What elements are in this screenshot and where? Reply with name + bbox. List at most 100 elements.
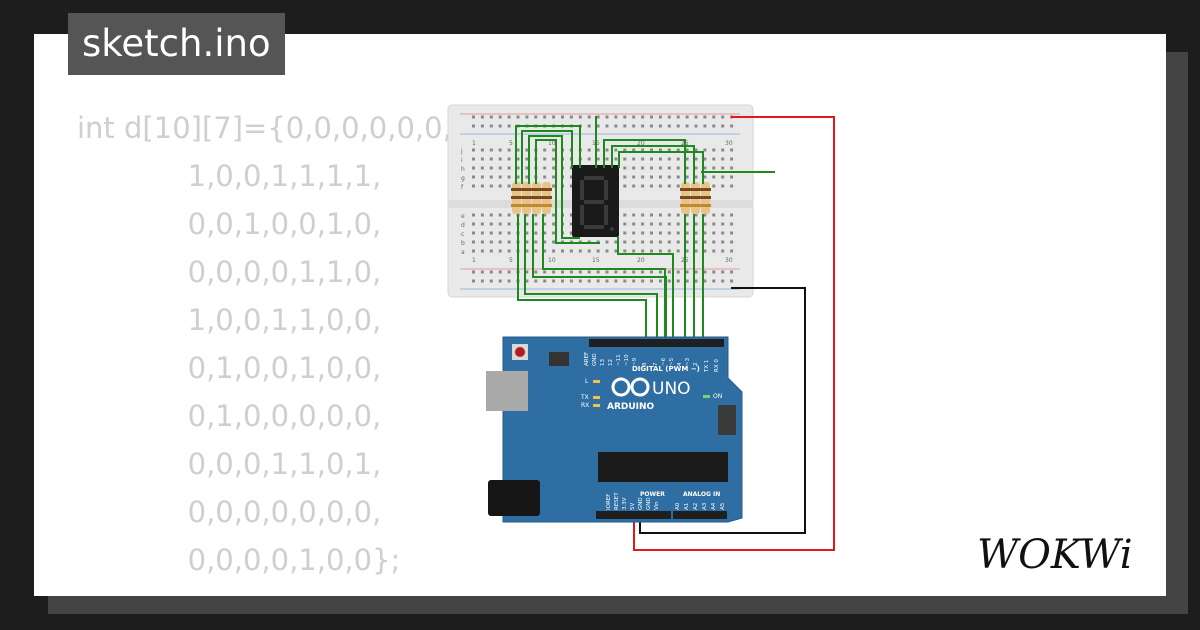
breadboard-hole bbox=[543, 231, 547, 235]
wokwi-logo-mark: WOKWi bbox=[977, 532, 1133, 578]
breadboard-hole bbox=[516, 148, 520, 152]
breadboard-hole bbox=[667, 213, 671, 217]
breadboard-hole bbox=[641, 231, 645, 235]
column-number: 30 bbox=[725, 257, 733, 264]
column-number: 20 bbox=[637, 257, 645, 264]
breadboard-hole bbox=[472, 279, 475, 283]
wokwi-logo[interactable]: WOKWi bbox=[975, 522, 1155, 587]
breadboard-hole bbox=[498, 270, 502, 274]
breadboard-hole bbox=[632, 175, 636, 179]
breadboard-hole bbox=[703, 279, 707, 283]
breadboard-hole bbox=[667, 231, 671, 235]
breadboard-hole bbox=[543, 148, 547, 152]
breadboard-hole bbox=[712, 124, 716, 128]
arduino-uno-board[interactable]: UNO ARDUINO DIGITAL (PWM ~) POWER ANALOG… bbox=[486, 336, 743, 523]
breadboard-hole bbox=[650, 184, 653, 188]
breadboard-hole bbox=[658, 231, 662, 235]
breadboard-hole bbox=[472, 240, 475, 244]
breadboard-hole bbox=[703, 213, 707, 217]
column-number: 1 bbox=[472, 257, 476, 264]
breadboard-hole bbox=[685, 115, 689, 119]
breadboard-hole bbox=[489, 175, 493, 179]
breadboard-hole bbox=[712, 213, 716, 217]
breadboard-hole bbox=[650, 240, 653, 244]
breadboard-hole bbox=[605, 148, 609, 152]
digital-pin-label: ~9 bbox=[632, 357, 638, 366]
breadboard-hole bbox=[507, 115, 511, 119]
breadboard-hole bbox=[543, 175, 547, 179]
power-header-label: POWER bbox=[640, 491, 665, 498]
breadboard-hole bbox=[685, 124, 689, 128]
breadboard-hole bbox=[632, 249, 636, 253]
column-number: 10 bbox=[548, 140, 556, 147]
breadboard-hole bbox=[480, 157, 484, 161]
breadboard-hole bbox=[703, 240, 707, 244]
row-letter: e bbox=[461, 213, 465, 220]
breadboard-hole bbox=[543, 166, 547, 170]
breadboard-hole bbox=[730, 249, 734, 253]
breadboard-hole bbox=[489, 279, 493, 283]
breadboard-hole bbox=[498, 240, 502, 244]
breadboard-hole bbox=[614, 115, 618, 119]
breadboard-hole bbox=[623, 157, 627, 161]
row-letter: j bbox=[460, 148, 463, 155]
breadboard-hole bbox=[641, 213, 645, 217]
breadboard-hole bbox=[712, 157, 716, 161]
led-rx-indicator bbox=[593, 404, 600, 407]
breadboard-hole bbox=[676, 157, 680, 161]
breadboard-hole bbox=[641, 279, 645, 283]
breadboard-hole bbox=[552, 270, 556, 274]
breadboard-hole bbox=[685, 279, 689, 283]
breadboard-hole bbox=[685, 231, 689, 235]
breadboard-hole bbox=[676, 270, 680, 274]
breadboard-hole bbox=[507, 124, 511, 128]
code-line: 0,1,0,0,0,0,0, bbox=[77, 399, 382, 433]
breadboard-hole bbox=[587, 124, 591, 128]
breadboard-hole bbox=[552, 231, 556, 235]
breadboard-hole bbox=[658, 213, 662, 217]
breadboard-hole bbox=[543, 115, 547, 119]
breadboard-hole bbox=[730, 231, 734, 235]
breadboard-hole bbox=[703, 166, 707, 170]
breadboard-hole bbox=[667, 115, 671, 119]
breadboard-hole bbox=[712, 270, 716, 274]
breadboard-hole bbox=[605, 124, 609, 128]
breadboard-hole bbox=[552, 249, 556, 253]
sketch-title-tab[interactable]: sketch.ino bbox=[68, 13, 285, 75]
breadboard-hole bbox=[676, 175, 680, 179]
seven-segment-display[interactable] bbox=[572, 165, 619, 237]
breadboard-hole bbox=[730, 222, 734, 226]
breadboard-hole bbox=[632, 222, 636, 226]
digital-pin-label: ~3 bbox=[685, 357, 691, 366]
breadboard-hole bbox=[667, 175, 671, 179]
breadboard-hole bbox=[480, 184, 484, 188]
breadboard-hole bbox=[667, 270, 671, 274]
breadboard-hole bbox=[641, 115, 645, 119]
resistors-right[interactable] bbox=[680, 182, 711, 214]
breadboard-hole bbox=[730, 124, 734, 128]
breadboard-hole bbox=[534, 270, 538, 274]
breadboard-hole bbox=[489, 213, 493, 217]
breadboard-hole bbox=[596, 115, 600, 119]
breadboard-hole bbox=[694, 270, 698, 274]
breadboard-hole bbox=[534, 249, 538, 253]
breadboard-hole bbox=[667, 166, 671, 170]
breadboard-hole bbox=[543, 270, 547, 274]
digital-pin-label: ~6 bbox=[661, 357, 667, 366]
breadboard-hole bbox=[712, 279, 716, 283]
breadboard-hole bbox=[534, 213, 538, 217]
breadboard-hole bbox=[650, 213, 653, 217]
breadboard-hole bbox=[525, 166, 529, 170]
breadboard-hole bbox=[730, 213, 734, 217]
breadboard-hole bbox=[676, 222, 680, 226]
breadboard-hole bbox=[516, 115, 520, 119]
breadboard-hole bbox=[650, 166, 653, 170]
digital-pin-label: AREF bbox=[584, 352, 590, 366]
power-pin-label: RESET bbox=[614, 492, 620, 510]
resistors-left[interactable] bbox=[511, 182, 552, 214]
reset-button[interactable] bbox=[515, 347, 525, 357]
breadboard-hole bbox=[658, 184, 662, 188]
power-pin-label: GND bbox=[646, 497, 652, 510]
breadboard-hole bbox=[507, 249, 511, 253]
